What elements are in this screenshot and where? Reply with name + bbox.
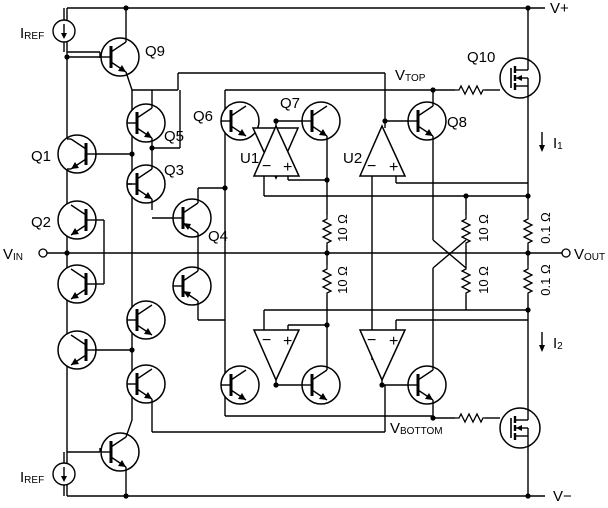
q5-label: Q5 xyxy=(164,128,184,145)
q10-mosfet xyxy=(498,56,542,100)
u2-opamp: − + xyxy=(358,124,407,177)
svg-text:−: − xyxy=(262,158,271,175)
lower-mirror-transistor-a xyxy=(171,265,213,307)
left-bias-wires xyxy=(63,8,101,496)
svg-text:+: + xyxy=(389,333,398,350)
q1-transistor xyxy=(56,133,98,175)
q5-transistor xyxy=(125,102,167,144)
r-0.1ohm-a-label: 0.1 Ω xyxy=(538,212,553,244)
i2-label: I2 xyxy=(553,335,563,352)
junction-dots xyxy=(64,5,531,499)
vout-label: VOUT xyxy=(574,246,605,263)
vbottom-label: VBOTTOM xyxy=(390,420,443,437)
svg-text:+: + xyxy=(283,333,292,350)
lower-mirror-transistor-b xyxy=(125,299,167,341)
svg-text:−: − xyxy=(367,158,376,175)
u1-label: U1 xyxy=(240,150,259,167)
svg-text:+: + xyxy=(283,159,292,176)
r-0.1ohm-b-label: 0.1 Ω xyxy=(538,264,553,296)
lower-opamp-right: − + xyxy=(358,329,407,382)
svg-text:+: + xyxy=(389,159,398,176)
u1-opamp: − + xyxy=(251,121,301,180)
r-10ohm-b-label: 10 Ω xyxy=(335,266,350,294)
resistor-10ohm-b xyxy=(322,264,332,296)
i2-arrow xyxy=(539,332,545,352)
iref-top-source xyxy=(52,19,76,43)
resistor-10ohm-d xyxy=(461,264,471,296)
u2-label: U2 xyxy=(343,150,362,167)
q10-label: Q10 xyxy=(467,49,495,66)
q2-label: Q2 xyxy=(31,214,51,231)
q2-transistor xyxy=(56,199,98,241)
vout-terminal xyxy=(528,248,571,258)
q8-label: Q8 xyxy=(447,114,467,131)
q9-label: Q9 xyxy=(145,43,165,60)
vtop-label: VTOP xyxy=(395,67,426,84)
q6-transistor xyxy=(219,100,261,142)
lower-transistor-mid xyxy=(300,364,342,406)
vin-label: VIN xyxy=(3,246,23,263)
resistor-0.1ohm-a xyxy=(523,214,533,246)
r-10ohm-a-label: 10 Ω xyxy=(335,214,350,242)
gate-resistor-top xyxy=(454,85,486,95)
q3-label: Q3 xyxy=(164,162,184,179)
i1-label: I1 xyxy=(553,135,563,152)
resistor-0.1ohm-b xyxy=(523,264,533,296)
q1-label: Q1 xyxy=(31,148,51,165)
q3-transistor xyxy=(125,163,167,205)
r-10ohm-d-label: 10 Ω xyxy=(476,266,491,294)
lower-mosfet xyxy=(498,406,542,450)
r-10ohm-c-label: 10 Ω xyxy=(476,214,491,242)
q7-transistor xyxy=(300,100,342,142)
svg-text:−: − xyxy=(367,332,376,349)
svg-text:−: − xyxy=(262,332,271,349)
q6-label: Q6 xyxy=(193,108,213,125)
vplus-label: V+ xyxy=(550,0,569,17)
i1-arrow xyxy=(539,132,545,152)
iref-bottom-source xyxy=(52,462,76,486)
vminus-label: V− xyxy=(553,488,572,505)
lower-opamp-left: − + xyxy=(252,329,301,382)
left-lower-transistor-a xyxy=(56,263,98,305)
gate-resistor-bottom xyxy=(454,413,486,423)
q9-transistor xyxy=(99,36,141,78)
q8-transistor xyxy=(406,100,448,142)
lower-transistor-left xyxy=(219,364,261,406)
q4-label: Q4 xyxy=(208,228,228,245)
iref-bottom-label: IREF xyxy=(20,469,44,486)
iref-top-label: IREF xyxy=(20,25,44,42)
q7-label: Q7 xyxy=(280,95,300,112)
crossing-wires xyxy=(432,239,467,269)
left-lower-transistor-b xyxy=(56,329,98,371)
lower-mirror-transistor-c xyxy=(125,363,167,405)
q4-transistor xyxy=(171,197,213,239)
lower-transistor-right xyxy=(406,364,448,406)
bottom-bias-transistor xyxy=(99,431,141,473)
resistor-10ohm-a xyxy=(322,214,332,246)
